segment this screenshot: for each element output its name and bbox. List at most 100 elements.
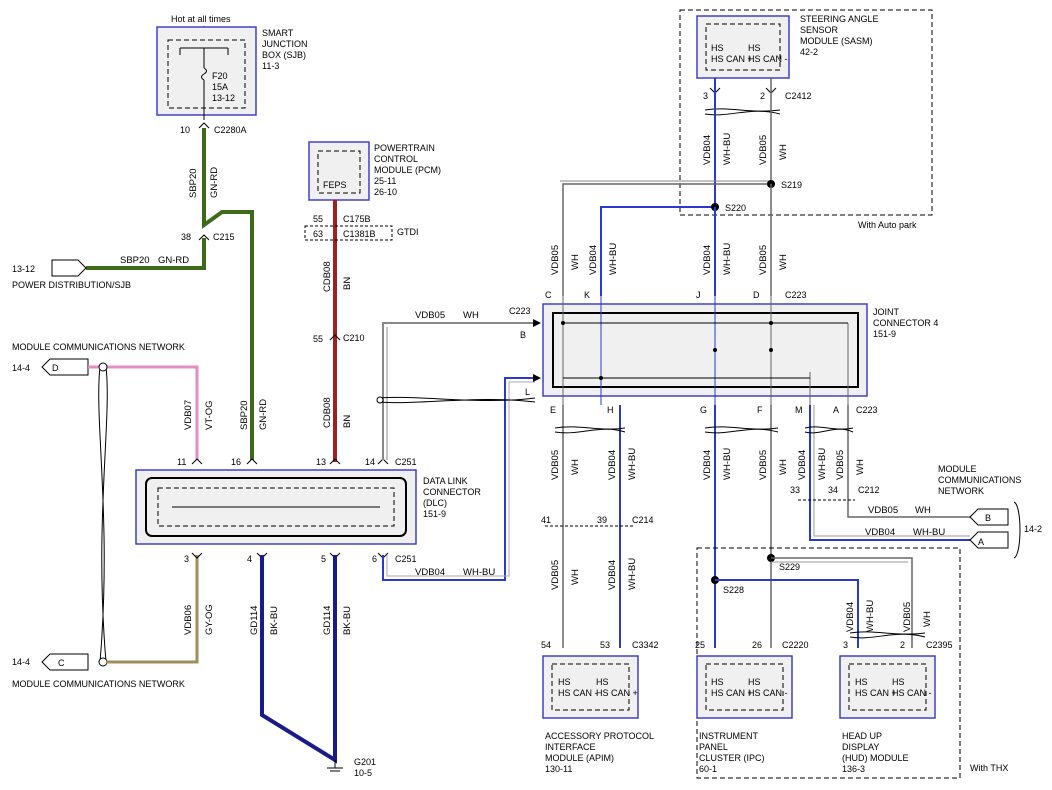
jc4-module: C K J D C223 C223 B L E H G F M A C223 J…	[509, 290, 938, 415]
mcn-top-label: MODULE COMMUNICATIONS NETWORK	[12, 342, 185, 352]
sjb-fuse: F20	[212, 71, 228, 81]
c215-label: C215	[213, 232, 235, 242]
wh-t1-label: WH	[570, 254, 581, 270]
pcm-feps: FEPS	[323, 180, 347, 190]
cdb08-wire: 55 C175B 63 C1381B GTDI CDB08 BN 55 C210…	[304, 200, 419, 462]
wh-s1-label: WH	[778, 144, 789, 160]
bkbu-label: BK-BU	[269, 606, 280, 635]
jc4-pin-e: E	[550, 405, 556, 415]
sjb-label-2: JUNCTION	[262, 39, 308, 49]
vtog-label: VT-OG	[204, 400, 215, 430]
s229-label: S229	[779, 562, 800, 572]
mcn-bot-ref: 14-4	[12, 657, 30, 667]
hud-pin-3: 3	[843, 640, 848, 650]
ipc-hs1: HS	[711, 677, 724, 687]
whbu-a1-label: WH-BU	[627, 448, 638, 480]
apim-label-3: MODULE (APIM)	[545, 753, 614, 763]
wh-m1-label: WH	[855, 459, 866, 475]
whbu-t2-label: WH-BU	[722, 243, 733, 275]
apim-hs1: HS	[558, 677, 571, 687]
c223b-label: C223	[509, 306, 531, 316]
jc4-pin-b: B	[520, 330, 526, 340]
c2412-label: C2412	[785, 91, 812, 101]
apim-canm: HS CAN -	[558, 688, 598, 698]
whbu-h1-label: WH-BU	[463, 567, 495, 578]
dlc-pin-11: 11	[177, 457, 186, 467]
vdb05-r-label: VDB05	[868, 505, 898, 516]
jc4-ref: 151-9	[873, 329, 896, 339]
ipc-hud-wires: VDB04 WH-BU VDB05 WH S229 S228 VDB04 WH-…	[695, 405, 1008, 779]
vdb06-label: VDB06	[183, 605, 194, 635]
ipc-module: HS HS CAN + HS HS CAN - INSTRUMENT PANEL…	[696, 655, 793, 774]
hud-ref: 136-3	[842, 764, 865, 774]
jc4-pin-k: K	[584, 290, 590, 300]
bn-v2-label: BN	[342, 415, 353, 428]
apim-label-2: INTERFACE	[545, 742, 596, 752]
vdb05-s1-label: VDB05	[758, 135, 769, 165]
vdb05-t2-label: VDB05	[758, 245, 769, 275]
jc4-pin-h: H	[607, 405, 614, 415]
c2280a-label: C2280A	[214, 125, 247, 135]
c251b-label: C251	[395, 554, 417, 564]
cdb08-v2-label: CDB08	[322, 397, 333, 428]
vdb04-r-label: VDB04	[865, 527, 895, 538]
vdb04-a2-label: VDB04	[607, 560, 618, 590]
vdb05-m1-label: VDB05	[835, 450, 846, 480]
ipc-canm: HS CAN -	[748, 688, 788, 698]
c214-pin-41: 41	[541, 515, 551, 525]
vdb05-h1-label: VDB05	[415, 310, 445, 321]
mcn-left: MODULE COMMUNICATIONS NETWORK 14-4 D VDB…	[12, 342, 215, 689]
sasm-canm-1: HS	[748, 43, 761, 53]
pcm-ref-2: 26-10	[374, 187, 397, 197]
jc4-pin-c: C	[545, 290, 552, 300]
apim-pin-53: 53	[600, 640, 610, 650]
sbp20-wire: 10 C2280A SBP20 GN-RD 38 C215 SBP20 GN-R…	[12, 122, 269, 460]
vdb05-a2-label: VDB05	[550, 560, 561, 590]
c251a-label: C251	[395, 457, 417, 467]
g201-label: G201	[354, 757, 376, 767]
sjb-label-1: SMART	[262, 28, 294, 38]
gd114-label: GD114	[249, 606, 260, 635]
vdb04-i1-label: VDB04	[702, 450, 713, 480]
splices-top: S219 S220 VDB05 WH VDB04 WH-BU VDB04 WH-…	[550, 180, 802, 296]
c215-pin-38: 38	[181, 232, 191, 242]
pcm-ref-1: 25-11	[374, 176, 396, 186]
s228-label: S228	[723, 585, 744, 595]
mcn-bot-label: MODULE COMMUNICATIONS NETWORK	[12, 679, 185, 689]
jc4-label-2: CONNECTOR 4	[873, 318, 938, 328]
dlc-pin-5: 5	[321, 554, 326, 564]
s219-label: S219	[781, 180, 802, 190]
mcn-right-label-2: COMMUNICATIONS	[938, 475, 1021, 485]
wh-t2-label: WH	[778, 254, 789, 270]
mcn-top-ref: 14-4	[12, 363, 30, 373]
pd-label: POWER DISTRIBUTION/SJB	[12, 280, 131, 290]
hud-pin-2: 2	[900, 640, 905, 650]
hud-label-3: (HUD) MODULE	[842, 753, 909, 763]
vdb04-t1-label: VDB04	[588, 245, 599, 275]
sbp20-v2-label: SBP20	[239, 400, 250, 430]
c3342-label: C3342	[632, 640, 659, 650]
vdb04-m1-label: VDB04	[797, 450, 808, 480]
whbu-i1-label: WH-BU	[722, 448, 733, 480]
jc4-pin-g: G	[700, 405, 707, 415]
wh-i1-label: WH	[778, 459, 789, 475]
gnrd-label: GN-RD	[209, 167, 220, 198]
apim-hs2: HS	[596, 677, 609, 687]
hud-canm: HS CAN -	[892, 688, 932, 698]
sjb-module: Hot at all times F20 15A 13-12 SMART JUN…	[156, 14, 308, 120]
vdb05-a1-label: VDB05	[550, 450, 561, 480]
dlc-jc4-wires: VDB05 WH VDB04 WH-BU	[376, 310, 536, 581]
jc4-pin-f: F	[757, 405, 763, 415]
pcm-pin-55: 55	[313, 214, 323, 224]
jc4-pin-m: M	[795, 405, 803, 415]
c210-pin-55: 55	[313, 334, 323, 344]
whbu-a2-label: WH-BU	[627, 558, 638, 590]
dlc-ref: 151-9	[423, 509, 446, 519]
s220-label: S220	[725, 203, 746, 213]
gtdi-label: GTDI	[397, 227, 419, 237]
mcn-bot-letter: C	[58, 658, 65, 668]
mcn-top-letter: D	[52, 363, 59, 373]
dlc-pin-14: 14	[365, 457, 375, 467]
pcm-label-3: MODULE (PCM)	[374, 165, 441, 175]
